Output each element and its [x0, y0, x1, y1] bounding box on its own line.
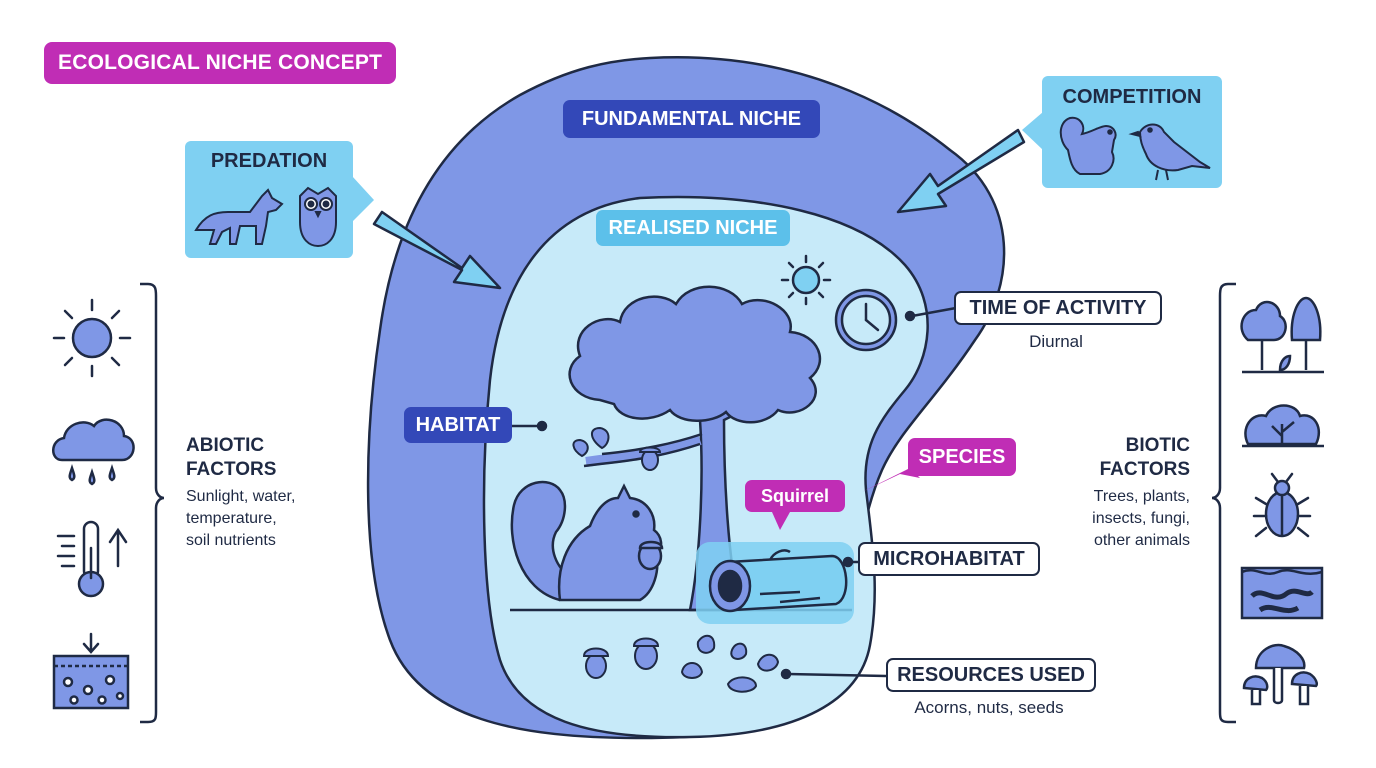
- species-label: SPECIES: [908, 438, 1016, 476]
- abiotic-bracket: [140, 282, 165, 724]
- small-sun-icon: [780, 254, 832, 306]
- competition-arrow: [896, 128, 1026, 214]
- biotic-title-line2: FACTORS: [1099, 459, 1190, 480]
- resources-used-label: RESOURCES USED: [886, 658, 1096, 692]
- abiotic-line-1: Sunlight, water,: [186, 488, 296, 505]
- fox-icon: [194, 188, 284, 245]
- resources-illustration: [582, 634, 780, 693]
- competition-label: COMPETITION: [1062, 86, 1202, 108]
- beetle-icon: [1252, 472, 1312, 538]
- abiotic-line-2: temperature,: [186, 510, 277, 527]
- worms-icon: [1240, 566, 1324, 620]
- squirrel-small-icon: [1059, 116, 1117, 175]
- abiotic-factors-block: ABIOTIC FACTORS Sunlight, water, tempera…: [186, 434, 346, 552]
- microhabitat-label: MICROHABITAT: [858, 542, 1040, 576]
- connectors: [510, 306, 957, 680]
- clock-icon: [834, 288, 898, 352]
- owl-icon: [299, 186, 337, 248]
- sun-icon: [52, 298, 132, 378]
- fundamental-niche-label: FUNDAMENTAL NICHE: [563, 100, 820, 138]
- biotic-bracket: [1211, 282, 1236, 724]
- bird-icon: [1128, 123, 1211, 181]
- abiotic-title-line1: ABIOTIC: [186, 435, 265, 456]
- log-illustration: [708, 549, 848, 613]
- diagram-title: ECOLOGICAL NICHE CONCEPT: [44, 42, 397, 84]
- squirrel-illustration: [510, 480, 664, 602]
- mushrooms-icon: [1242, 643, 1318, 706]
- habitat-label: HABITAT: [404, 407, 512, 443]
- biotic-line-3: other animals: [1093, 532, 1190, 549]
- abiotic-title-line2: FACTORS: [186, 459, 277, 480]
- resources-used-value: Acorns, nuts, seeds: [914, 698, 1064, 717]
- species-name-label: Squirrel: [745, 480, 845, 512]
- squirrel-callout-tail: [772, 512, 790, 530]
- trees-icon: [1240, 296, 1324, 374]
- biotic-line-2: insects, fungi,: [1092, 510, 1190, 527]
- predation-arrow: [372, 210, 502, 290]
- thermometer-up-icon: [56, 520, 128, 598]
- rain-cloud-icon: [52, 418, 135, 486]
- predation-label: PREDATION: [210, 150, 328, 172]
- bush-icon: [1242, 404, 1324, 448]
- biotic-factors-block: BIOTIC FACTORS Trees, plants, insects, f…: [1040, 434, 1190, 552]
- time-of-activity-label: TIME OF ACTIVITY: [954, 291, 1162, 325]
- realised-niche-label: REALISED NICHE: [596, 210, 790, 246]
- time-of-activity-value: Diurnal: [1029, 332, 1083, 351]
- biotic-title-line1: BIOTIC: [1125, 435, 1190, 456]
- soil-icon: [52, 632, 130, 710]
- abiotic-line-3: soil nutrients: [186, 532, 276, 549]
- species-callout-tail: [862, 468, 920, 492]
- biotic-line-1: Trees, plants,: [1093, 488, 1190, 505]
